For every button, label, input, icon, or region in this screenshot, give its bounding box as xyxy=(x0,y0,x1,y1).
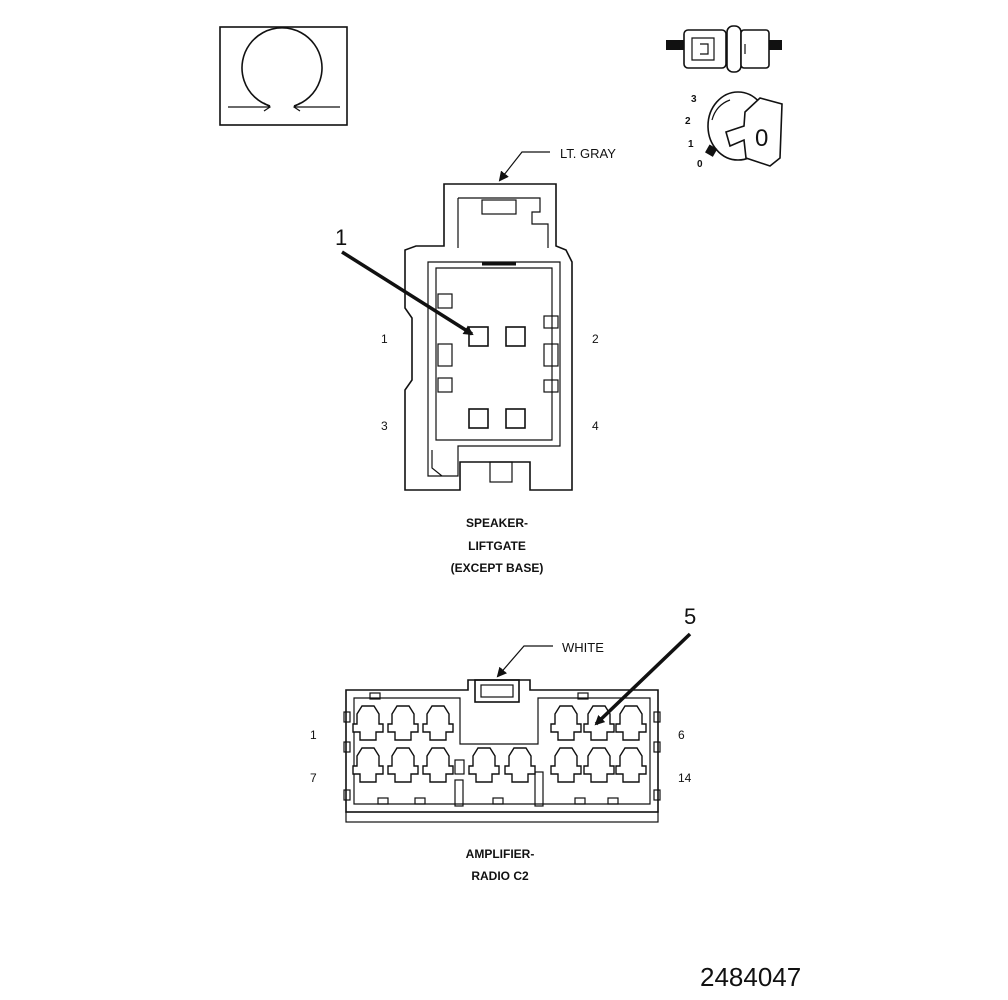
amplifier-caption-line-1: AMPLIFIER- xyxy=(466,847,535,861)
cavity-bottom-8 xyxy=(615,747,647,783)
pin-cavity-4 xyxy=(505,408,526,429)
amplifier-radio-c2-connector: 1 6 7 14 WHITE 5 AMPLIFIER- RADIO C2 xyxy=(310,604,696,883)
pin-cavity-1 xyxy=(468,326,489,347)
amp-color-leader-line xyxy=(496,645,553,678)
speaker-caption-line-2: LIFTGATE xyxy=(468,539,526,553)
key-position-1: 1 xyxy=(688,139,694,150)
key-position-2: 2 xyxy=(685,116,691,127)
speaker-color-label: LT. GRAY xyxy=(560,146,616,161)
cavity-bottom-3 xyxy=(422,747,454,783)
amp-pin-label-14: 14 xyxy=(678,771,692,785)
amp-pin-label-1: 1 xyxy=(310,728,317,742)
speaker-caption-line-3: (EXCEPT BASE) xyxy=(451,561,544,575)
speaker-liftgate-connector: 1 2 3 4 LT. GRAY 1 SPEAKER- LIFTGATE (EX… xyxy=(335,146,616,575)
callout-number-5: 5 xyxy=(684,604,696,629)
ignition-key-icon: 0 3 2 1 0 xyxy=(685,91,783,170)
speaker-pin-label-3: 3 xyxy=(381,419,388,433)
cavity-bottom-6 xyxy=(550,747,582,783)
cavity-bottom-2 xyxy=(387,747,419,783)
callout-number-1: 1 xyxy=(335,225,347,250)
figure-number: 2484047 xyxy=(700,962,801,992)
key-position-0: 0 xyxy=(697,159,703,170)
amp-pin-label-6: 6 xyxy=(678,728,685,742)
speaker-pin-label-2: 2 xyxy=(592,332,599,346)
callout-arrow-1 xyxy=(341,250,474,336)
amplifier-cavities xyxy=(352,705,647,783)
color-leader-line xyxy=(498,151,550,182)
cavity-top-3 xyxy=(422,705,454,741)
cavity-bottom-4 xyxy=(468,747,500,783)
speaker-caption-line-1: SPEAKER- xyxy=(466,516,528,530)
cavity-top-2 xyxy=(387,705,419,741)
speaker-pin-label-4: 4 xyxy=(592,419,599,433)
pin-cavity-2 xyxy=(505,326,526,347)
speaker-pin-label-1: 1 xyxy=(381,332,388,346)
callout-arrow-5 xyxy=(594,632,692,726)
cavity-bottom-1 xyxy=(352,747,384,783)
cavity-bottom-7 xyxy=(583,747,615,783)
cavity-top-1 xyxy=(352,705,384,741)
key-position-label: 0 xyxy=(755,125,768,152)
cavity-top-4 xyxy=(550,705,582,741)
pin-cavity-3 xyxy=(468,408,489,429)
amp-pin-label-7: 7 xyxy=(310,771,317,785)
cavity-bottom-5 xyxy=(504,747,536,783)
ohm-symbol-icon xyxy=(219,26,348,126)
key-position-3: 3 xyxy=(691,94,697,105)
cavity-top-6 xyxy=(615,705,647,741)
amplifier-caption-line-2: RADIO C2 xyxy=(471,869,529,883)
connector-plug-icon xyxy=(666,25,782,73)
amplifier-color-label: WHITE xyxy=(562,640,604,655)
